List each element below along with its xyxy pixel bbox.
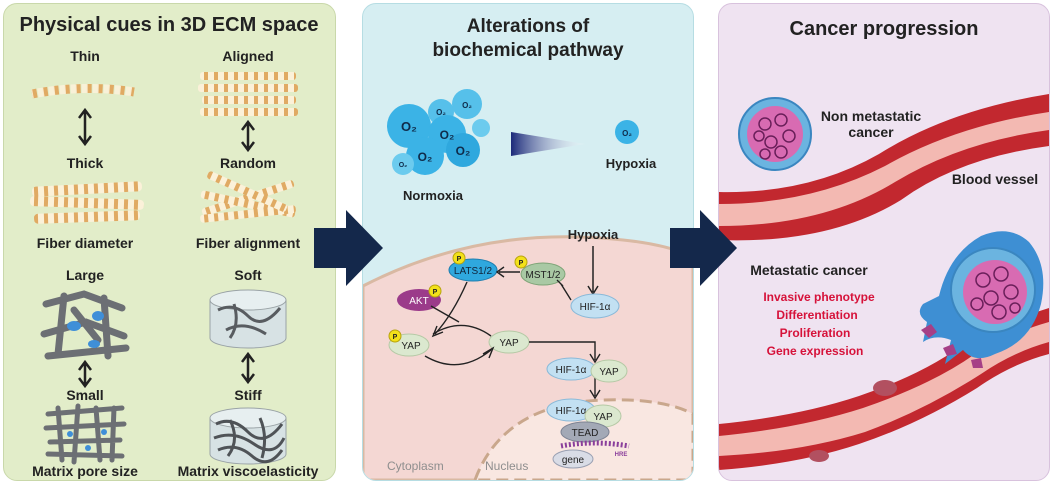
hif1a-label: HIF-1α: [556, 406, 587, 417]
double-arrow-icon: [78, 107, 92, 147]
hre-label: HRE: [615, 452, 628, 458]
gene-node: [552, 449, 594, 469]
fiber-alignment-label: Fiber alignment: [196, 235, 301, 251]
biochemical-pathway-panel: Alterations of biochemical pathway O₂ O₂…: [362, 3, 694, 481]
lats-label: LATS1/2: [454, 266, 493, 277]
panel3-title: Cancer progression: [790, 18, 979, 40]
yap-label: YAP: [599, 367, 619, 378]
decrease-gradient-triangle: [511, 132, 585, 156]
blood-vessel-label: Blood vessel: [952, 171, 1038, 187]
cancer-graphics: Cancer progression Non metastatic cancer…: [719, 18, 1049, 470]
soft-gel-cylinder: [209, 289, 287, 349]
hypoxia-oxygen-bubble: [615, 120, 639, 144]
cancer-progression-panel: Cancer progression Non metastatic cancer…: [718, 3, 1050, 481]
o2-label: O₂: [462, 101, 472, 110]
phosphate-icons: [388, 251, 528, 343]
mst-node: [520, 262, 566, 286]
non-metastatic-label-line2: cancer: [848, 124, 894, 140]
double-arrow-icon: [241, 119, 255, 153]
blood-vessel-upper-lumen: [719, 112, 1049, 226]
small-label: Small: [66, 387, 103, 403]
o2-label: O₂: [440, 128, 455, 142]
pathway-graphics: Alterations of biochemical pathway O₂ O₂…: [363, 16, 693, 480]
aligned-fibers: [198, 72, 298, 116]
gene-label: gene: [562, 455, 585, 466]
o2-label: O₂: [418, 150, 433, 164]
panel1-title: Physical cues in 3D ECM space: [19, 14, 318, 36]
normoxia-oxygen-cluster: [387, 89, 490, 175]
large-pore-cells: [67, 311, 104, 348]
phosphate-label: P: [457, 256, 462, 263]
double-arrow-icon: [78, 359, 92, 389]
pathway-arrows: [424, 266, 601, 400]
hypoxia-signal-label: Hypoxia: [568, 227, 619, 242]
lats-node: [448, 258, 498, 282]
metastatic-label: Metastatic cancer: [750, 262, 868, 278]
panel2-title-line1: Alterations of: [467, 16, 590, 37]
phosphate-label: P: [393, 334, 398, 341]
soft-label: Soft: [234, 267, 262, 283]
feature-gene-expression: Gene expression: [767, 344, 864, 358]
matrix-viscoelasticity-label: Matrix viscoelasticity: [178, 463, 319, 479]
large-label: Large: [66, 267, 104, 283]
fiber-diameter-label: Fiber diameter: [37, 235, 134, 251]
small-pore-cells: [67, 429, 107, 451]
ecm-physical-cues-panel: Physical cues in 3D ECM space Thin Thick…: [3, 3, 336, 481]
phosphate-label: P: [519, 260, 524, 267]
cytoplasm-label: Cytoplasm: [387, 459, 444, 473]
o2-label: O₂: [456, 144, 471, 158]
stiff-gel-cylinder: [209, 407, 287, 465]
non-metastatic-label-line1: Non metastatic: [821, 108, 922, 124]
random-fibers: [200, 171, 296, 223]
double-arrow-icon: [241, 351, 255, 385]
o2-label: O₂: [622, 129, 632, 138]
thick-label: Thick: [67, 155, 104, 171]
aligned-label: Aligned: [222, 48, 273, 64]
hif1a-label: HIF-1α: [556, 365, 587, 376]
matrix-pore-size-label: Matrix pore size: [32, 463, 138, 479]
hif1a-node: [570, 293, 620, 319]
o2-label: O₂: [401, 119, 417, 134]
random-label: Random: [220, 155, 276, 171]
feature-invasive: Invasive phenotype: [763, 290, 875, 304]
metastatic-cell-pattern: [970, 266, 1021, 320]
thick-fibers: [29, 181, 145, 224]
invading-cells: [921, 324, 983, 368]
nucleus-label: Nucleus: [485, 459, 528, 473]
yap-label: YAP: [401, 341, 421, 352]
normoxia-label: Normoxia: [403, 188, 464, 203]
thin-label: Thin: [70, 48, 100, 64]
hif1a-label: HIF-1α: [580, 302, 611, 313]
large-pore-mesh: [40, 290, 130, 360]
stiff-label: Stiff: [234, 387, 262, 403]
panel2-title-line2: biochemical pathway: [432, 40, 624, 61]
o2-label: O₂: [436, 108, 446, 117]
akt-label: AKT: [409, 296, 428, 307]
thin-fiber-light: [31, 83, 135, 99]
yap-label: YAP: [499, 338, 519, 349]
tumor-cell-pattern: [753, 113, 796, 160]
tead-label: TEAD: [572, 428, 599, 439]
phosphate-label: P: [433, 289, 438, 296]
circulating-tumor-cell: [809, 450, 829, 462]
yap-node: [590, 359, 628, 383]
mst-label: MST1/2: [525, 270, 560, 281]
yap-label: YAP: [593, 412, 613, 423]
feature-differentiation: Differentiation: [776, 308, 857, 322]
feature-proliferation: Proliferation: [780, 326, 851, 340]
small-pore-mesh: [43, 403, 127, 465]
o2-label: O₂: [399, 162, 408, 169]
circulating-tumor-cell: [873, 380, 897, 396]
hypoxia-label: Hypoxia: [606, 156, 657, 171]
ecm-panel-graphics: Physical cues in 3D ECM space Thin Thick…: [19, 14, 319, 479]
dna-strand: [560, 440, 630, 449]
